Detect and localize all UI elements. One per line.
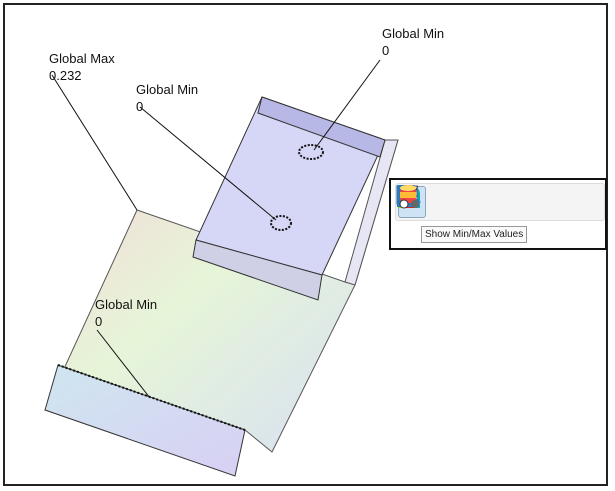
lower-rim [192, 239, 323, 301]
display-settings-button[interactable] [399, 185, 600, 217]
leader-lines [51, 59, 381, 399]
upper-rim [257, 96, 386, 158]
viewport-frame [3, 3, 608, 486]
probe-button[interactable] [397, 185, 455, 217]
bottom-flange [44, 364, 246, 477]
right-wall [344, 139, 399, 286]
tooltip: Show Min/Max Values [421, 226, 528, 243]
edit-button[interactable] [399, 186, 513, 217]
list-button[interactable] [396, 185, 542, 217]
graph-button[interactable] [397, 185, 571, 217]
hole-bottom [270, 215, 292, 231]
hole-top [298, 144, 324, 160]
edge-min-markers [57, 364, 246, 431]
display-settings-icon [399, 185, 419, 209]
section-plot-button[interactable] [398, 186, 484, 217]
context-toolbar: Show Min/Max Values [389, 178, 607, 250]
